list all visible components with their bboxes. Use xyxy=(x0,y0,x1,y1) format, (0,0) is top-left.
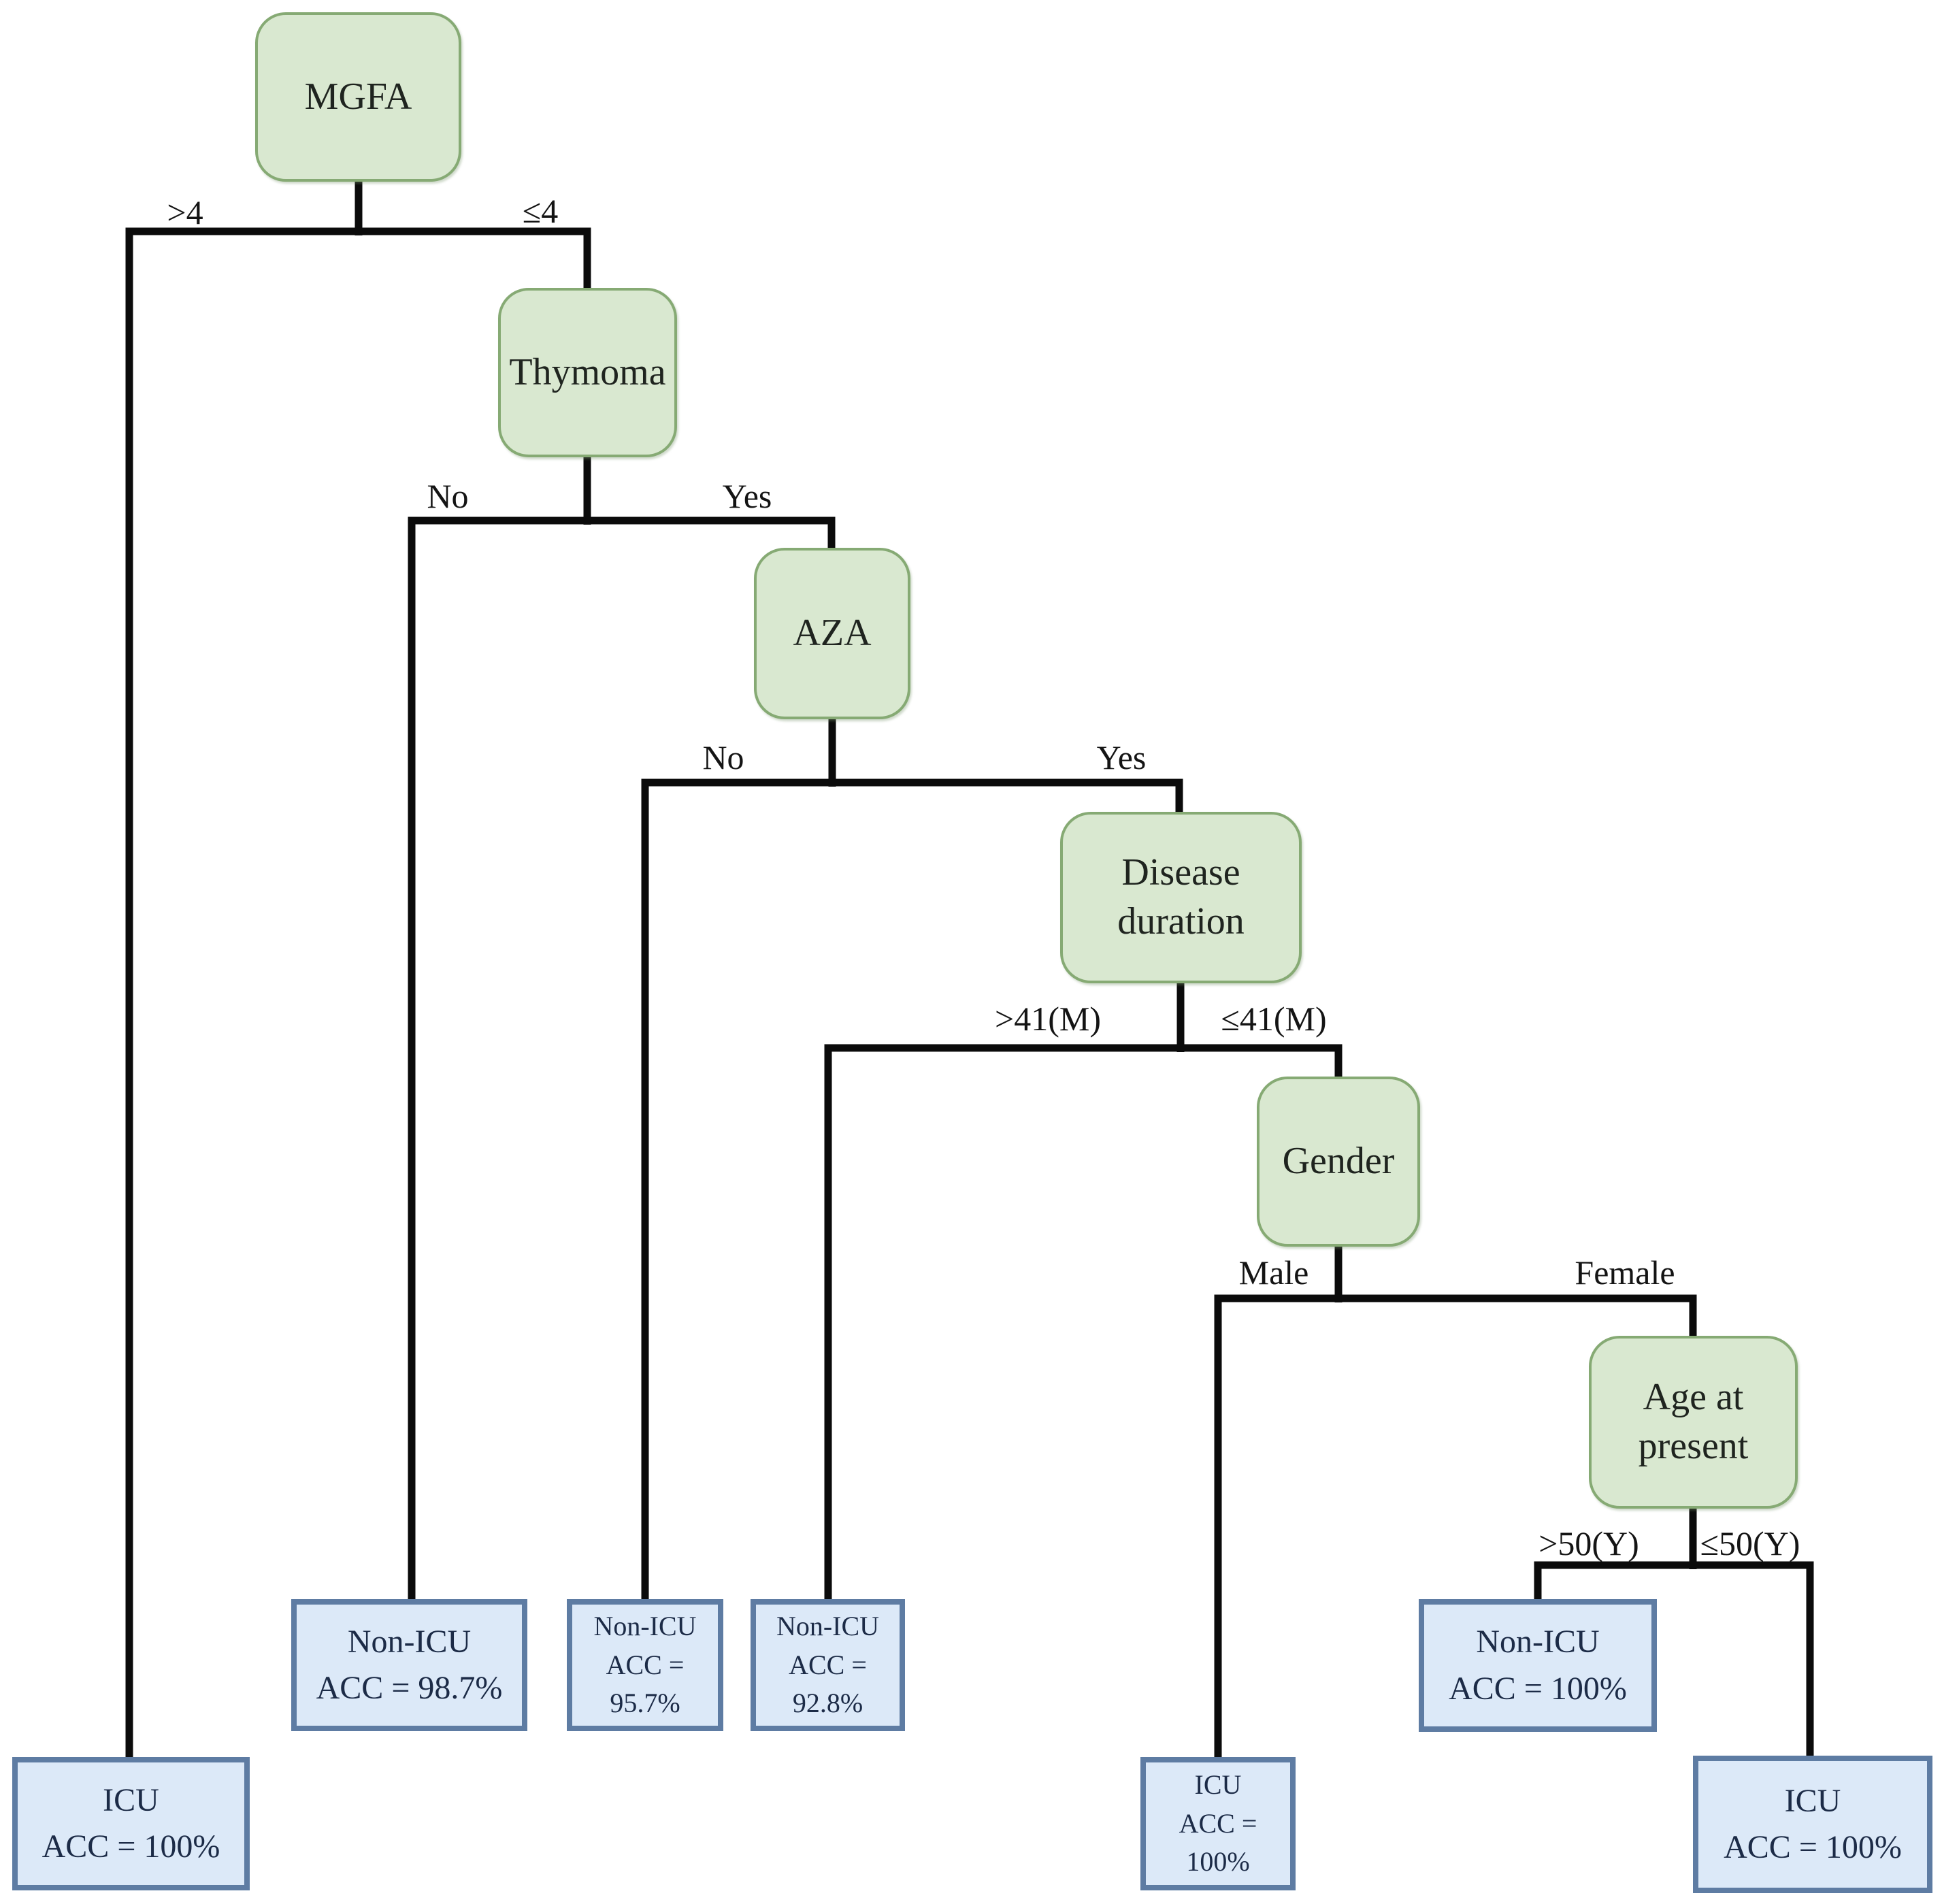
leaf-accuracy: ACC = 100% xyxy=(42,1828,220,1865)
edge-label-gender-male: Male xyxy=(1238,1253,1309,1292)
leaf-non-icu-age-gt50: Non-ICU ACC = 100% xyxy=(1419,1599,1657,1732)
leaf-accuracy: ACC = 98.7% xyxy=(316,1670,503,1706)
edge-line-thymoma-split xyxy=(408,516,836,1602)
edge-label-mgfa-le4: ≤4 xyxy=(522,192,559,230)
node-thymoma: Thymoma xyxy=(498,288,677,457)
node-gender: Gender xyxy=(1257,1077,1420,1247)
edge-label-gender-female: Female xyxy=(1575,1253,1675,1292)
leaf-outcome: Non-ICU xyxy=(593,1610,697,1641)
leaf-outcome: Non-ICU xyxy=(776,1610,880,1641)
edge-line-gender-split xyxy=(1214,1294,1697,1760)
leaf-accuracy: ACC = 92.8% xyxy=(789,1649,867,1719)
leaf-accuracy: ACC = 100% xyxy=(1179,1807,1257,1877)
node-mgfa: MGFA xyxy=(255,12,461,182)
leaf-outcome: ICU xyxy=(1784,1782,1841,1819)
leaf-icu-mgfa-gt4: ICU ACC = 100% xyxy=(12,1757,250,1890)
edge-line-age-split xyxy=(1534,1561,1814,1758)
leaf-icu-age-le50: ICU ACC = 100% xyxy=(1693,1756,1932,1893)
node-disease-duration: Disease duration xyxy=(1060,812,1302,983)
leaf-non-icu-duration-gt41: Non-ICU ACC = 92.8% xyxy=(751,1599,905,1731)
edge-line-dd-split xyxy=(824,1044,1343,1602)
edge-label-thymoma-no: No xyxy=(427,477,469,515)
edge-line-aza-split xyxy=(641,778,1183,1602)
node-age-at-present: Age at present xyxy=(1589,1336,1798,1509)
edge-label-duration-le41: ≤41(M) xyxy=(1221,1000,1327,1038)
leaf-outcome: ICU xyxy=(1194,1769,1242,1800)
leaf-outcome: ICU xyxy=(103,1782,159,1818)
node-aza: AZA xyxy=(754,548,910,719)
edge-label-aza-yes: Yes xyxy=(1096,738,1147,776)
leaf-outcome: Non-ICU xyxy=(347,1623,472,1660)
edge-label-age-le50: ≤50(Y) xyxy=(1700,1524,1800,1562)
edge-label-aza-no: No xyxy=(702,738,744,776)
edge-label-duration-gt41: >41(M) xyxy=(995,1000,1101,1038)
edge-label-mgfa-gt4: >4 xyxy=(167,193,203,231)
leaf-icu-gender-male: ICU ACC = 100% xyxy=(1140,1757,1296,1890)
leaf-accuracy: ACC = 95.7% xyxy=(606,1649,685,1719)
leaf-accuracy: ACC = 100% xyxy=(1724,1829,1902,1865)
leaf-accuracy: ACC = 100% xyxy=(1449,1670,1627,1707)
edge-label-age-gt50: >50(Y) xyxy=(1538,1524,1639,1562)
edge-label-thymoma-yes: Yes xyxy=(722,477,772,515)
leaf-outcome: Non-ICU xyxy=(1476,1624,1600,1660)
leaf-non-icu-aza-no: Non-ICU ACC = 95.7% xyxy=(567,1599,723,1731)
edge-line-mgfa-split xyxy=(125,227,591,1758)
leaf-non-icu-thymoma-no: Non-ICU ACC = 98.7% xyxy=(291,1599,527,1731)
